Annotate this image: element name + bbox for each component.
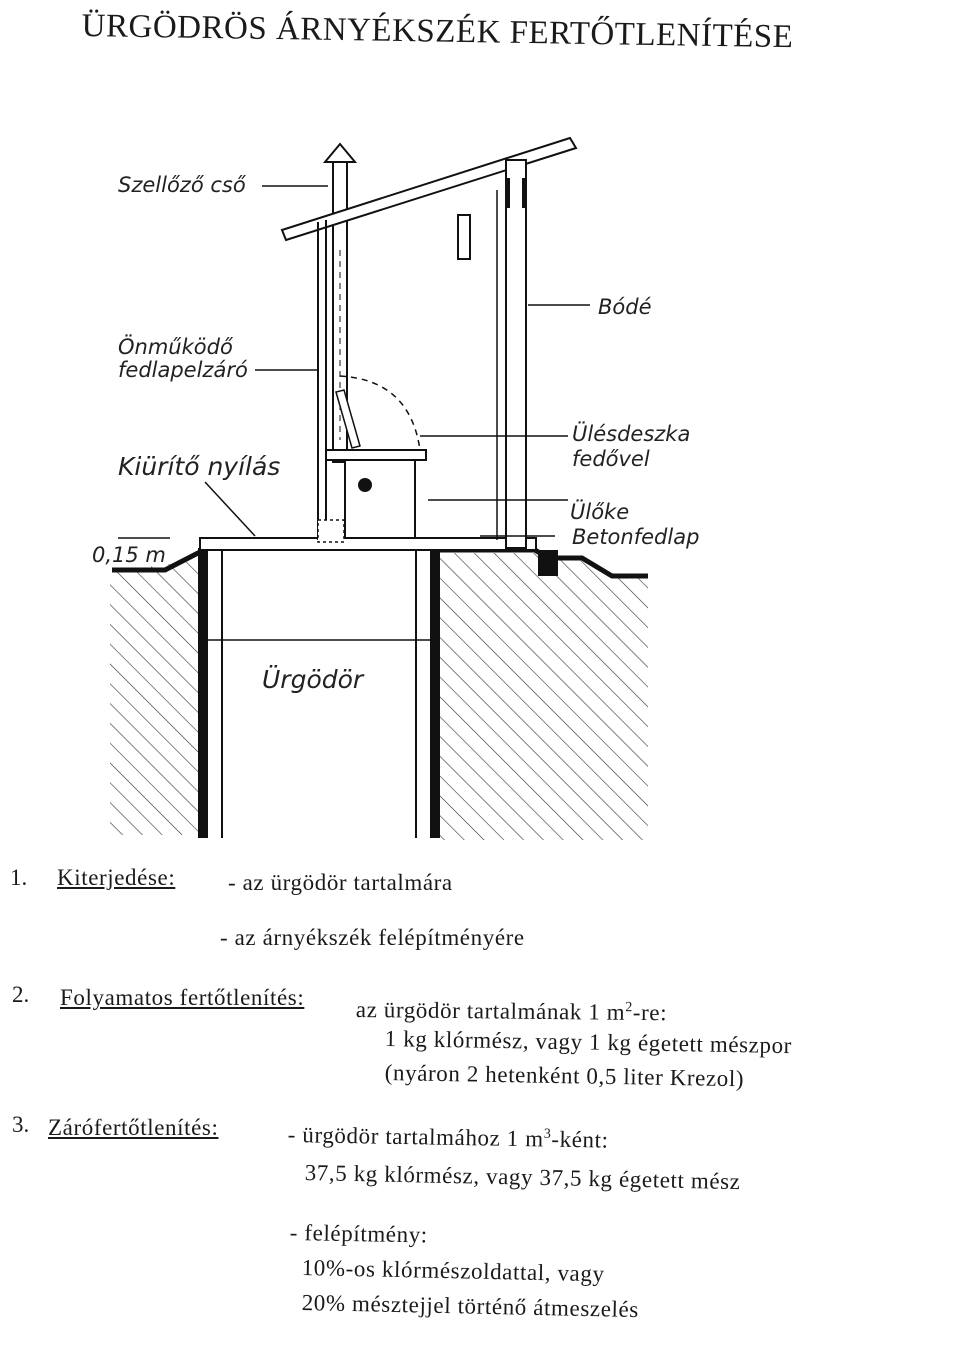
self-closing-lid-label-2: fedlapelzáró <box>118 358 248 382</box>
vent-pipe-label: Szellőző cső <box>118 173 247 197</box>
height-label: 0,15 m <box>92 543 166 567</box>
section-1-line-1: - az ürgödör tartalmára <box>228 870 453 895</box>
section-1-number: 1. <box>10 865 28 890</box>
seat-board-label-1: Ülésdeszka <box>572 421 690 446</box>
section-2-heading: Folyamatos fertőtlenítés: <box>60 985 305 1010</box>
emptying-opening-label: Kiürítő nyílás <box>118 452 280 481</box>
vent-pipe <box>322 142 358 463</box>
section-2-line-3: (nyáron 2 hetenként 0,5 liter Krezol) <box>384 1060 745 1092</box>
concrete-slab <box>199 537 558 576</box>
soil-left <box>110 560 200 835</box>
seat-box <box>317 449 427 543</box>
pit-walls <box>198 548 440 838</box>
ground-line-left <box>112 549 202 573</box>
section-3-line-2: 37,5 kg klórmész, vagy 37,5 kg égetett m… <box>304 1160 741 1195</box>
roof <box>280 136 578 242</box>
section-2-line-2: 1 kg klórmész, vagy 1 kg égetett mészpor <box>384 1026 793 1059</box>
section-3-line-4: 10%-os klórmészoldattal, vagy <box>301 1255 605 1287</box>
self-closing-lid-label-1: Önműködő <box>118 334 234 359</box>
hut-label: Bódé <box>598 295 652 319</box>
lid-swing-arc <box>335 250 421 451</box>
section-3-heading: Zárófertőtlenítés: <box>48 1115 219 1140</box>
page-title: ÜRGÖDRÖS ÁRNYÉKSZÉK FERTŐTLENÍTÉSE <box>81 8 794 56</box>
section-1-line-2: - az árnyékszék felépítményére <box>220 925 525 950</box>
section-3-line-3: - felépítmény: <box>289 1220 429 1248</box>
section-3-line-1: - ürgödör tartalmához 1 m3-ként: <box>287 1122 609 1153</box>
seat-board-label-2: fedővel <box>572 447 650 471</box>
leader-lines <box>118 185 590 539</box>
concrete-slab-label: Betonfedlap <box>572 525 699 549</box>
section-3-number: 3. <box>12 1112 30 1137</box>
section-2-number: 2. <box>12 982 30 1007</box>
section-2-line-1: az ürgödör tartalmának 1 m2-re: <box>355 997 668 1026</box>
outhouse-diagram: Szellőző cső Önműködő fedlapelzáró Kiürí… <box>92 136 699 840</box>
hut-walls <box>317 159 527 549</box>
section-3-line-5: 20% mésztejjel történő átmeszelés <box>301 1290 640 1323</box>
seat-label: Ülőke <box>570 499 629 524</box>
section-1-heading: Kiterjedése: <box>57 865 176 890</box>
soil-right <box>438 553 648 840</box>
pit-label: Ürgödör <box>262 665 365 694</box>
